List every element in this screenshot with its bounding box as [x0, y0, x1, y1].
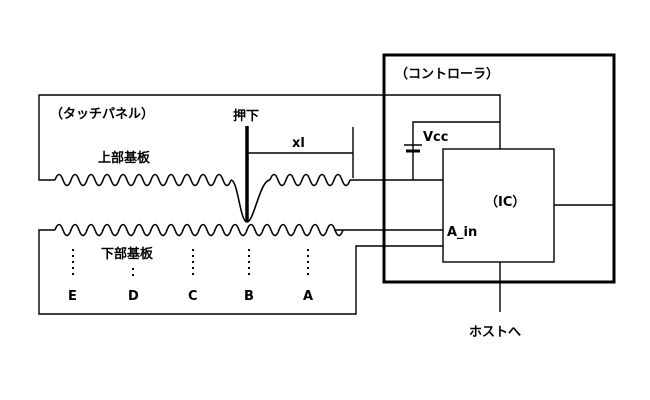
position-label-e: E	[68, 289, 77, 304]
press-label: 押下	[233, 108, 259, 124]
upper-board-wave-left	[54, 173, 232, 187]
touch-panel-label: （タッチパネル）	[50, 106, 154, 122]
upper-board-wave-right	[269, 173, 351, 187]
lower-board-wave	[54, 223, 344, 237]
position-label-d: D	[128, 289, 139, 304]
xl-label: xl	[292, 136, 305, 151]
a-in-label: A_in	[447, 225, 477, 240]
vcc-label: Vcc	[423, 130, 448, 145]
lower-board-label: 下部基板	[101, 246, 154, 262]
upper-board-label: 上部基板	[98, 150, 151, 166]
touch-panel-outline-wire	[38, 94, 501, 181]
controller-label: （コントローラ）	[395, 66, 499, 82]
ic-label: （IC）	[485, 194, 525, 210]
controller-box	[382, 53, 616, 284]
vcc-wire	[412, 121, 500, 180]
upper-board-deflection	[230, 179, 271, 223]
position-label-a: A	[303, 289, 313, 304]
lower-board-outline-wire	[38, 229, 443, 315]
to-host-label: ホストへ	[469, 325, 521, 340]
position-label-b: B	[244, 289, 254, 304]
position-label-c: C	[188, 289, 198, 304]
